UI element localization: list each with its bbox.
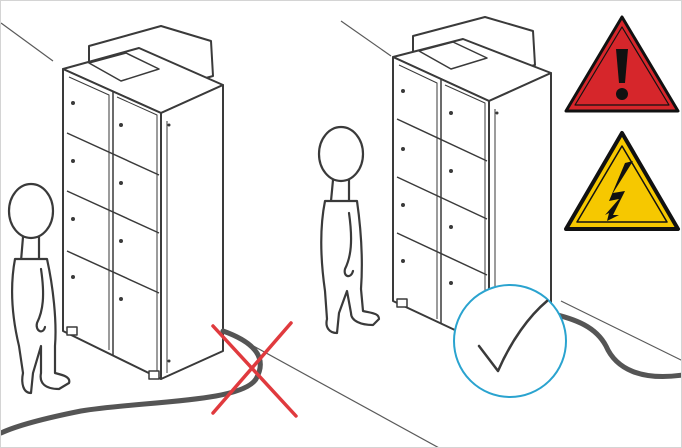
left-locker-cabinet	[62, 25, 224, 380]
right-power-cable	[546, 310, 681, 379]
left-person-figure	[7, 182, 71, 395]
exclamation-icon	[616, 49, 628, 83]
left-power-cable	[1, 328, 263, 436]
electrical-hazard-sign	[564, 131, 680, 231]
right-locker-cabinet	[392, 16, 552, 348]
right-person-figure	[317, 125, 381, 335]
danger-warning-sign	[564, 15, 680, 113]
cross-mark-icon	[211, 321, 298, 418]
floor-lines	[1, 20, 681, 447]
check-mark-icon	[453, 284, 567, 398]
left-locker-keyholes	[71, 101, 171, 363]
